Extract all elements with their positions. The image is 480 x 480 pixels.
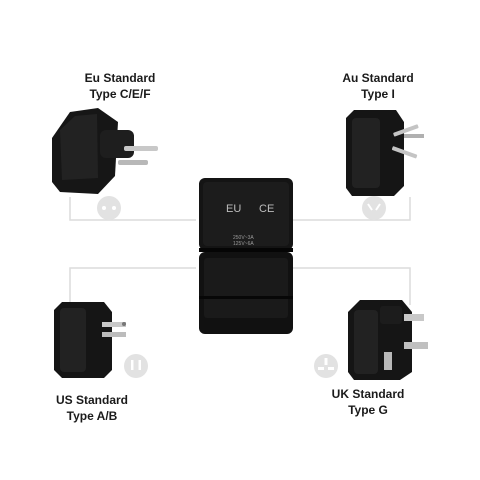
- adapter-rating-2: 125V~6A: [233, 241, 254, 247]
- us-standard-label: US Standard Type A/B: [32, 392, 152, 424]
- us-socket-icon: [124, 354, 148, 378]
- adapter-region-mark: EU: [226, 203, 241, 215]
- eu-standard-type: Type C/E/F: [89, 87, 151, 101]
- us-standard-type: Type A/B: [66, 409, 118, 423]
- uk-standard-label: UK Standard Type G: [308, 386, 428, 418]
- uk-adapter: [348, 300, 428, 380]
- au-adapter: [346, 110, 424, 196]
- connector-lines: [69, 197, 411, 305]
- eu-standard-label: Eu Standard Type C/E/F: [60, 70, 180, 102]
- us-adapter: [54, 302, 126, 378]
- eu-socket-icon: [97, 196, 121, 220]
- uk-standard-title: UK Standard: [331, 387, 405, 401]
- au-standard-type: Type I: [361, 87, 395, 101]
- au-standard-label: Au Standard Type I: [318, 70, 438, 102]
- au-standard-title: Au Standard: [342, 71, 414, 85]
- center-adapter: EU CE 250V~3A 125V~6A: [199, 178, 293, 334]
- uk-standard-type: Type G: [348, 403, 388, 417]
- uk-socket-icon: [314, 354, 338, 378]
- eu-standard-title: Eu Standard: [84, 71, 156, 85]
- adapter-rating-1: 250V~3A: [233, 235, 254, 241]
- eu-adapter: [52, 108, 158, 194]
- au-socket-icon: [362, 196, 386, 220]
- us-standard-title: US Standard: [55, 393, 128, 407]
- adapter-cert-mark: CE: [259, 203, 274, 215]
